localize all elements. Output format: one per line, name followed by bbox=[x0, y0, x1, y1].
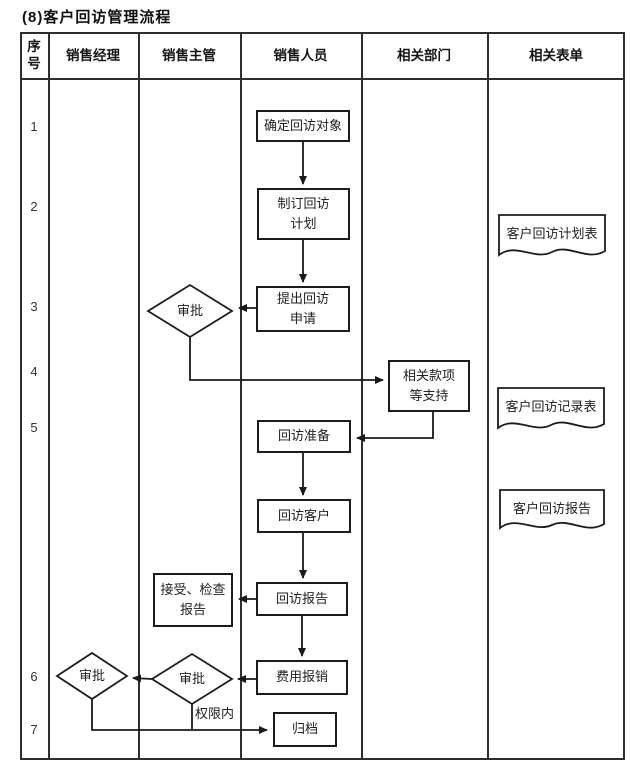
row-number: 1 bbox=[30, 119, 38, 134]
node-visit-prepare: 回访准备 bbox=[257, 420, 351, 453]
diamond-approve-manager-label: 审批 bbox=[78, 668, 105, 683]
table-outline bbox=[20, 32, 625, 760]
node-visit-report: 回访报告 bbox=[256, 582, 348, 616]
document-report-label: 客户回访报告 bbox=[512, 501, 591, 516]
row-number: 2 bbox=[30, 199, 38, 214]
row-number: 4 bbox=[30, 364, 38, 379]
diamond-approve-supervisor-label: 审批 bbox=[178, 671, 205, 686]
node-submit-request: 提出回访 申请 bbox=[256, 286, 350, 332]
column-divider bbox=[361, 32, 363, 760]
column-header-sales-manager: 销售经理 bbox=[66, 47, 120, 63]
node-visit-customer: 回访客户 bbox=[257, 499, 351, 533]
node-related-support: 相关款项 等支持 bbox=[388, 360, 470, 412]
column-divider bbox=[48, 32, 50, 760]
document-plan-form-label: 客户回访计划表 bbox=[506, 226, 598, 241]
node-accept-check-report: 接受、检查 报告 bbox=[153, 573, 233, 627]
column-divider bbox=[138, 32, 140, 760]
column-divider bbox=[240, 32, 242, 760]
diamond-approve-1-label: 审批 bbox=[176, 303, 203, 318]
row-number: 5 bbox=[30, 420, 38, 435]
node-archive: 归档 bbox=[273, 712, 337, 747]
column-header-sales-staff: 销售人员 bbox=[273, 47, 328, 63]
node-expense-claim: 费用报销 bbox=[256, 660, 348, 695]
column-divider bbox=[487, 32, 489, 760]
page-title: (8)客户回访管理流程 bbox=[22, 9, 172, 26]
column-header-related-forms: 相关表单 bbox=[529, 47, 583, 63]
row-number: 6 bbox=[30, 669, 38, 684]
column-header-related-dept: 相关部门 bbox=[397, 47, 451, 63]
header-divider bbox=[20, 78, 625, 80]
column-header-seq: 序 号 bbox=[27, 39, 41, 71]
row-number: 3 bbox=[30, 299, 38, 314]
node-determine-target: 确定回访对象 bbox=[256, 110, 350, 142]
row-number: 7 bbox=[30, 722, 38, 737]
node-make-plan: 制订回访 计划 bbox=[257, 188, 350, 240]
document-record-form-label: 客户回访记录表 bbox=[505, 399, 597, 414]
column-header-sales-supervisor: 销售主管 bbox=[162, 47, 216, 63]
within-authority-label: 权限内 bbox=[195, 706, 235, 721]
